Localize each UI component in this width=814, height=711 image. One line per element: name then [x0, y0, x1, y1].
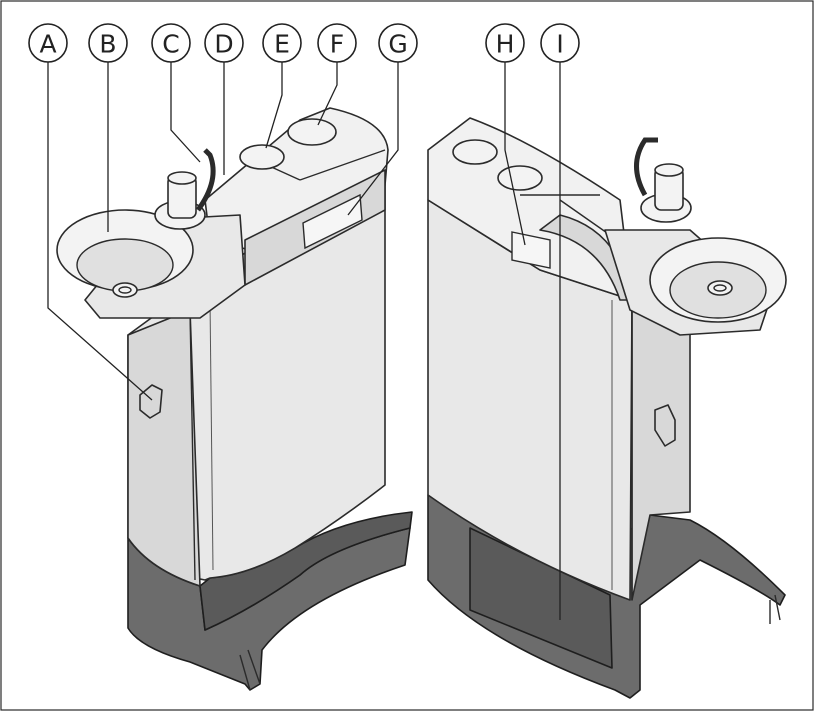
right-button-disc-2 [497, 165, 543, 191]
right-button-disc-1 [452, 139, 498, 165]
callout-g-label: G [388, 30, 407, 59]
callout-b: B [88, 23, 128, 63]
leader-lines [47, 62, 561, 620]
left-unit-seam [209, 299, 214, 571]
right-unit [427, 117, 787, 699]
callout-i-label: I [556, 30, 563, 59]
callout-f: F [317, 23, 357, 63]
callouts: A B C D E F G H [28, 23, 580, 63]
right-base-rim [769, 594, 781, 624]
callout-b-label: B [99, 30, 116, 59]
callout-h: H [485, 23, 525, 63]
left-unit [56, 107, 413, 691]
right-display-window-h [511, 231, 551, 269]
left-unit-edge [189, 309, 196, 581]
leader-a [47, 62, 153, 401]
cup-rim [167, 171, 197, 185]
callout-i: I [540, 23, 580, 63]
callout-f-label: F [330, 30, 344, 59]
right-cup-filler-spout [634, 137, 658, 197]
leader-f [317, 62, 338, 126]
callout-a: A [28, 23, 68, 63]
right-spittoon-drain [707, 280, 733, 296]
button-disc-e [239, 144, 285, 170]
right-unit-housing [427, 199, 633, 601]
callout-g: G [378, 23, 418, 63]
left-unit-side-panel [127, 309, 201, 587]
left-base-rim [239, 649, 261, 691]
callout-a-label: A [39, 30, 56, 59]
leader-c [170, 62, 201, 163]
spittoon-drain-ring [118, 286, 132, 294]
spittoon-drain [112, 282, 138, 298]
leader-h [504, 62, 526, 246]
button-disc-f [287, 118, 337, 146]
leader-g [347, 62, 399, 216]
right-tap [654, 404, 676, 447]
leader-e [265, 62, 283, 149]
right-cup-rim [654, 163, 684, 177]
callout-d: D [204, 23, 244, 63]
callout-d-label: D [214, 30, 233, 59]
callout-c: C [151, 23, 191, 63]
right-spittoon-drain-ring [713, 284, 727, 292]
callout-e: E [262, 23, 302, 63]
cup-filler-spout-c [195, 148, 216, 212]
callout-e-label: E [274, 30, 290, 59]
left-display-window-g [302, 193, 363, 250]
callout-h-label: H [496, 30, 515, 59]
left-tap-a [139, 384, 163, 419]
callout-c-label: C [162, 30, 179, 59]
